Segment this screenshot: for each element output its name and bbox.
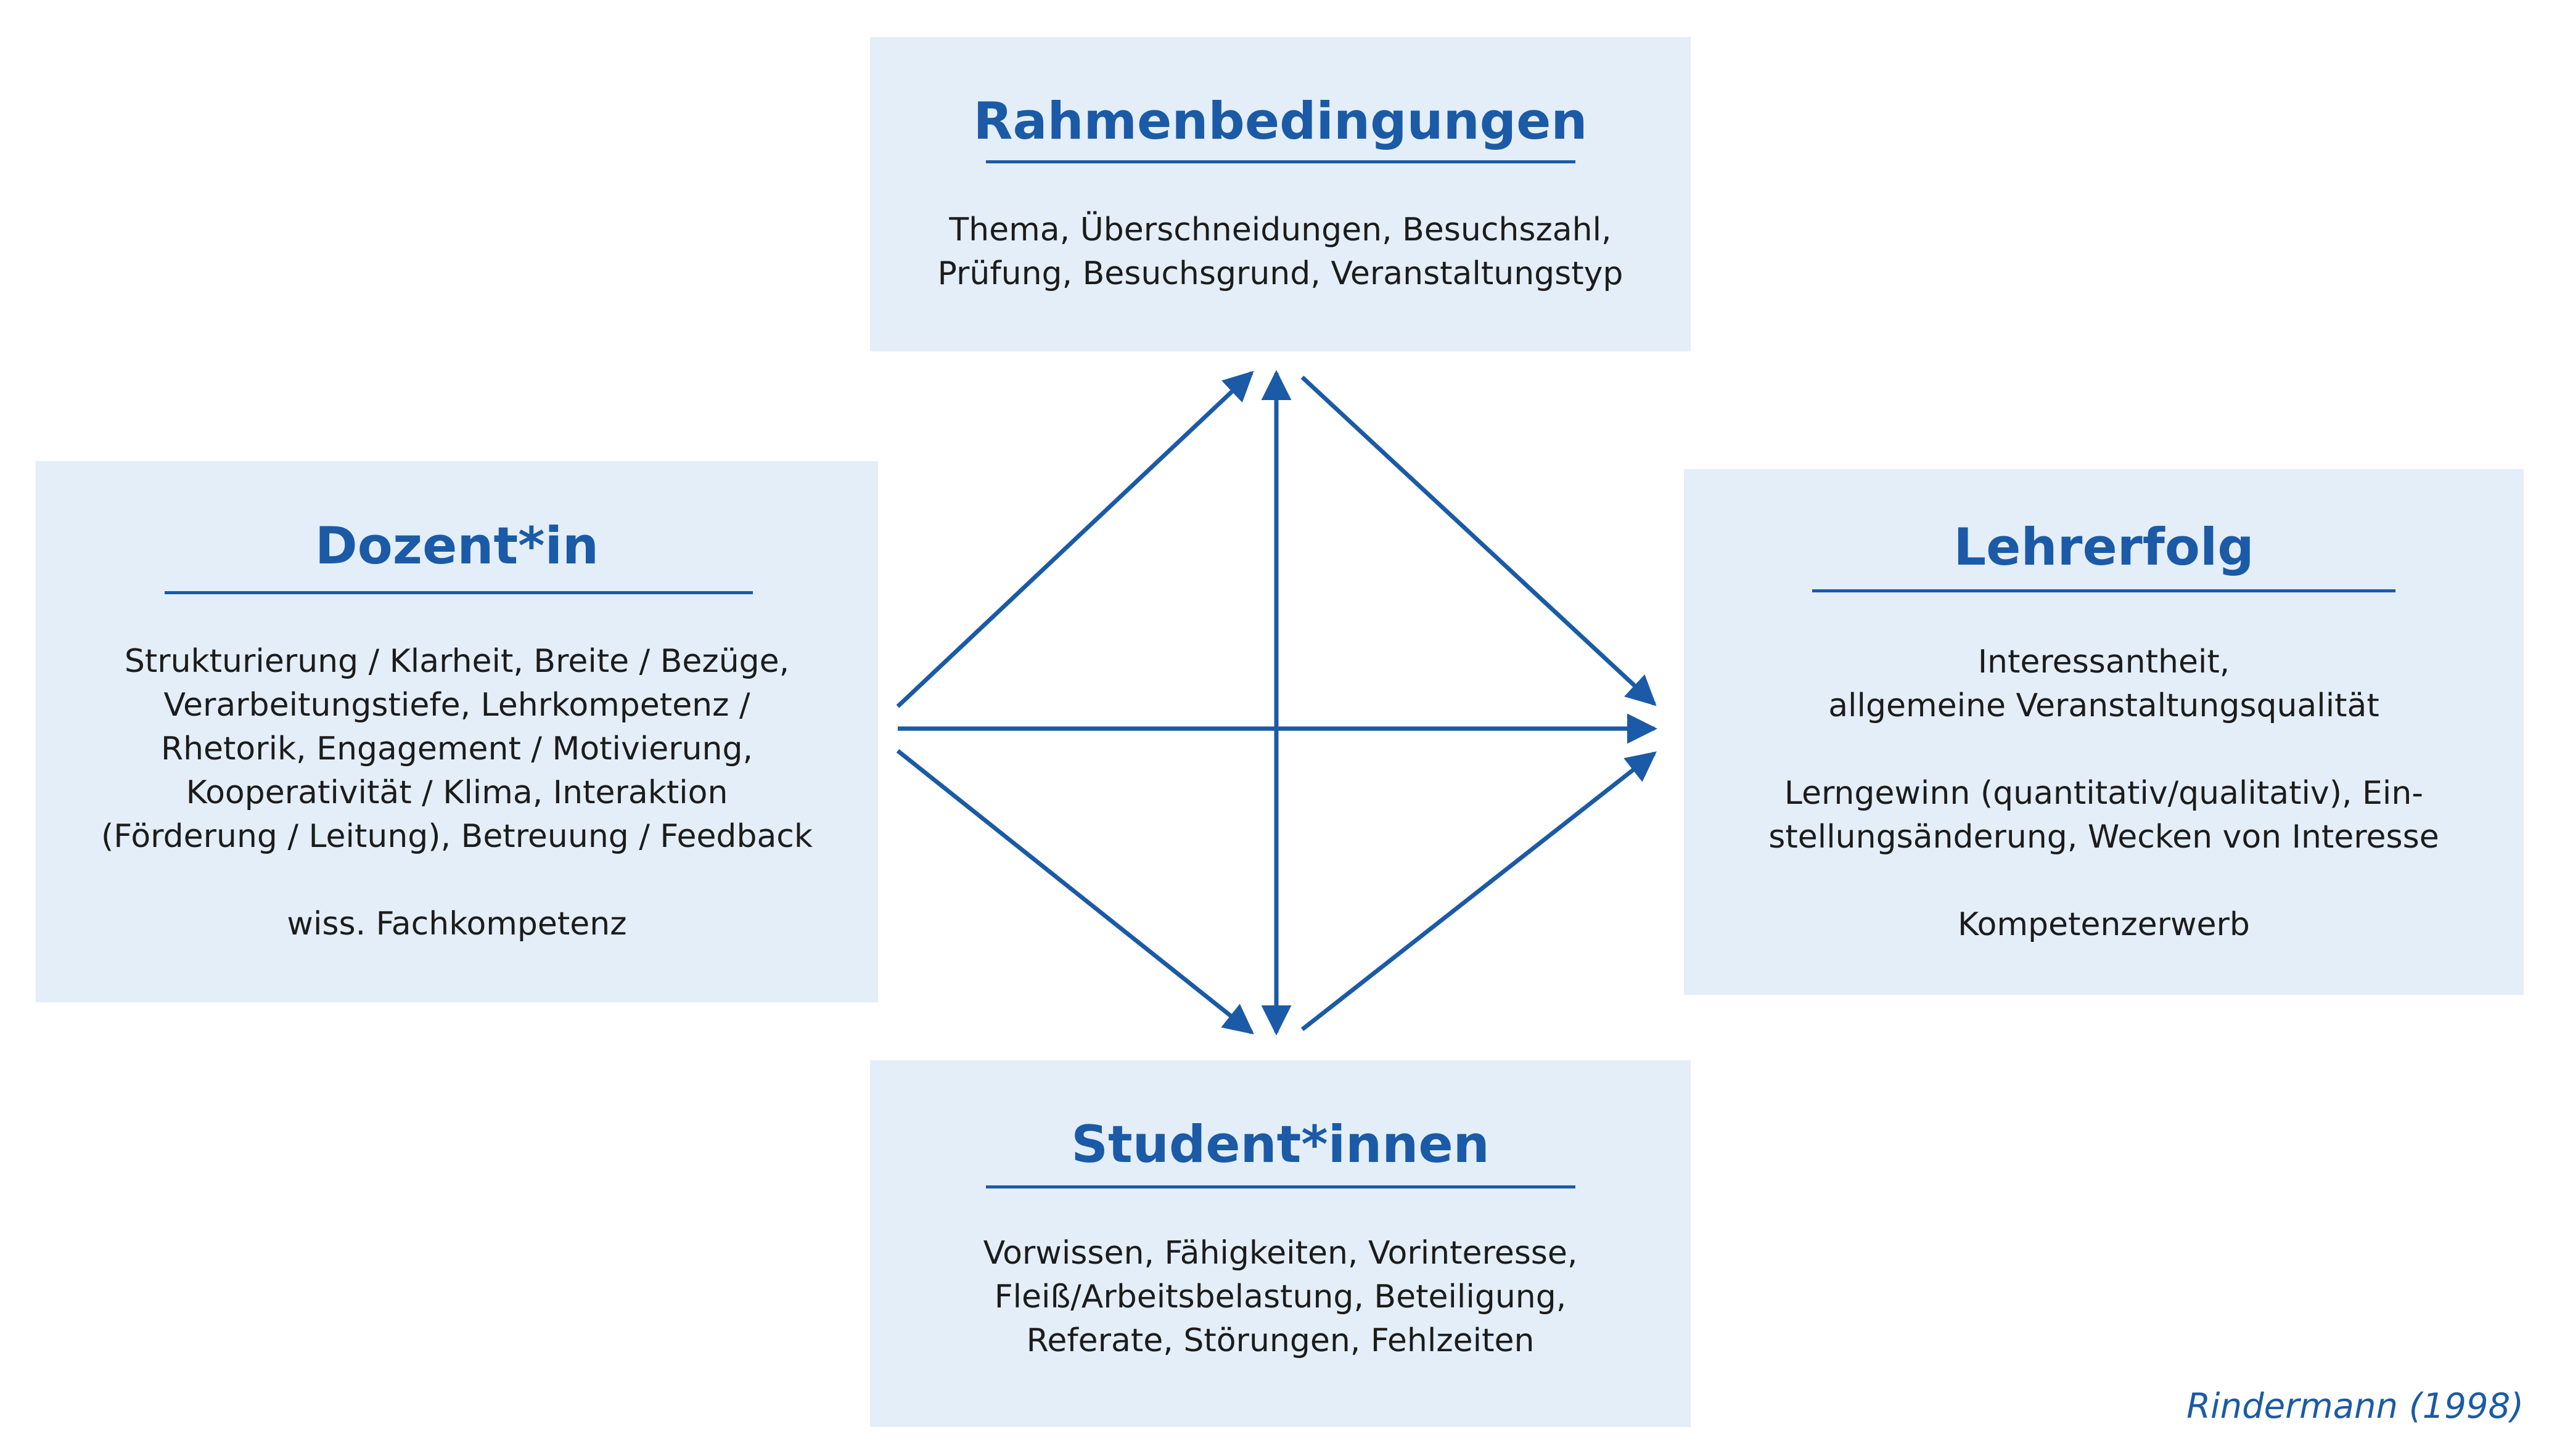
text-line: Lerngewinn (quantitativ/qualitativ), Ein… — [1784, 775, 2424, 812]
dozentin-text: Strukturierung / Klarheit, Breite / Bezü… — [36, 640, 878, 946]
text-line: wiss. Fachkompetenz — [287, 906, 627, 943]
lehrerfolg-box: Lehrerfolg Interessantheit, allgemeine V… — [1684, 469, 2524, 995]
arrow-studentinnen-to-lehrerfolg — [1300, 751, 1657, 1031]
studentinnen-title: Student*innen — [1071, 1114, 1490, 1174]
studentinnen-text: Vorwissen, Fähigkeiten, Vorinteresse, Fl… — [870, 1232, 1691, 1363]
text-line: Strukturierung / Klarheit, Breite / Bezü… — [124, 643, 790, 680]
rahmenbedingungen-underline — [986, 160, 1575, 163]
text-line: Kooperativität / Klima, Interaktion — [186, 774, 728, 811]
text-line: (Förderung / Leitung), Betreuung / Feedb… — [101, 818, 813, 855]
arrow-rahmen-to-lehrerfolg — [1300, 375, 1657, 706]
text-line: Thema, Überschneidungen, Besuchszahl, — [949, 211, 1612, 248]
citation: Rindermann (1998) — [2186, 1386, 2524, 1426]
rahmenbedingungen-box: Rahmenbedingungen Thema, Überschneidunge… — [870, 37, 1691, 351]
text-line: allgemeine Veranstaltungsqualität — [1828, 687, 2379, 724]
text-line: Interessantheit, — [1977, 644, 2230, 681]
text-line: stellungsänderung, Wecken von Interesse — [1768, 819, 2439, 856]
lehrerfolg-underline — [1812, 589, 2395, 592]
arrow-dozent-to-studentinnen — [896, 749, 1254, 1035]
text-line: Kompetenzerwerb — [1958, 906, 2250, 943]
text-line: Fleiß/Arbeitsbelastung, Beteiligung, — [994, 1278, 1567, 1315]
studentinnen-box: Student*innen Vorwissen, Fähigkeiten, Vo… — [870, 1060, 1691, 1427]
dozentin-underline — [165, 591, 753, 594]
rahmenbedingungen-text: Thema, Überschneidungen, Besuchszahl, Pr… — [870, 208, 1691, 296]
dozentin-box: Dozent*in Strukturierung / Klarheit, Bre… — [36, 461, 878, 1002]
text-line: Referate, Störungen, Fehlzeiten — [1026, 1322, 1535, 1359]
text-line: Verarbeitungstiefe, Lehrkompetenz / — [163, 687, 750, 724]
lehrerfolg-text: Interessantheit, allgemeine Veranstaltun… — [1684, 640, 2524, 947]
text-line: Prüfung, Besuchsgrund, Veranstaltungstyp — [937, 255, 1623, 292]
text-line: Vorwissen, Fähigkeiten, Vorinteresse, — [983, 1235, 1578, 1272]
dozentin-title: Dozent*in — [314, 516, 599, 576]
lehrerfolg-title: Lehrerfolg — [1953, 517, 2254, 577]
text-line: Rhetorik, Engagement / Motivierung, — [160, 730, 753, 767]
arrow-dozent-to-rahmen — [896, 370, 1254, 708]
studentinnen-underline — [986, 1185, 1575, 1188]
rahmenbedingungen-title: Rahmenbedingungen — [973, 91, 1588, 151]
